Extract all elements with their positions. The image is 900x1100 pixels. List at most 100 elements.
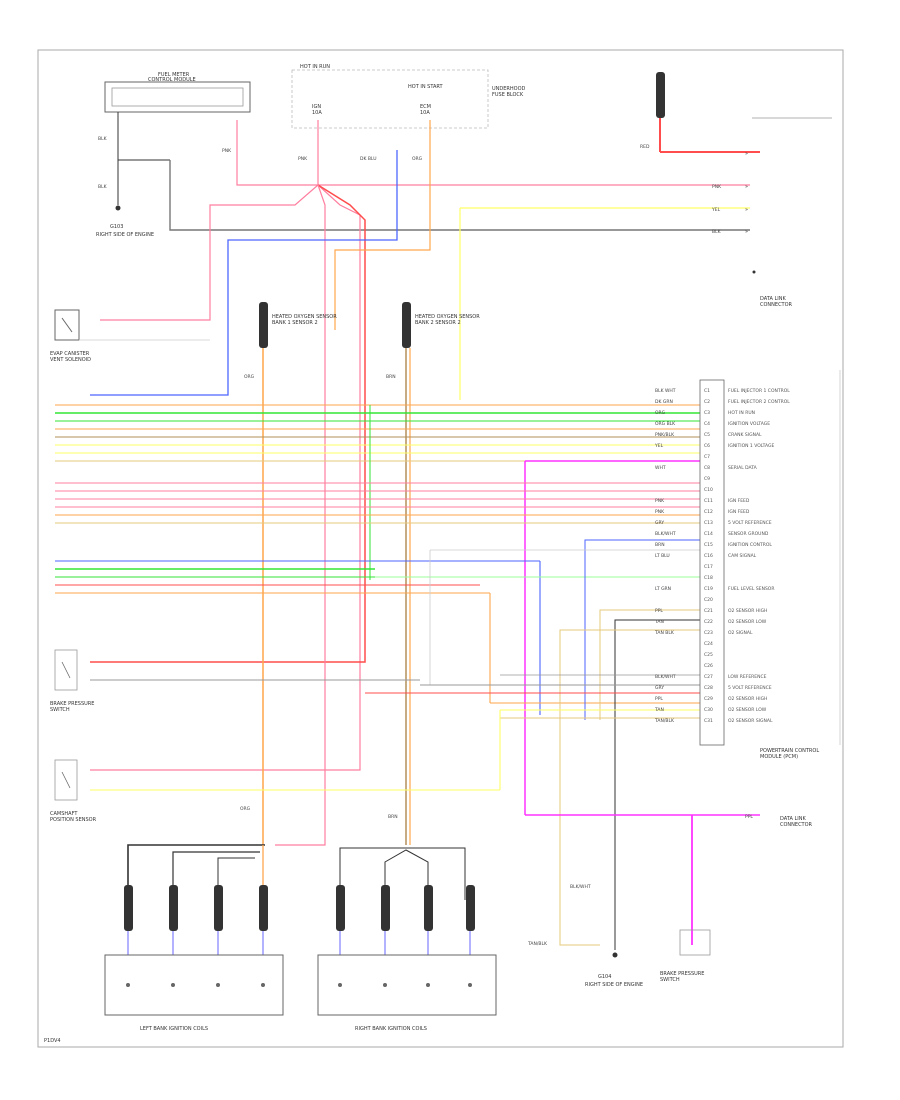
pcm-wire-tag: TAN/BLK: [654, 718, 675, 724]
spark-plug: [126, 983, 130, 987]
pcm-pin-label: SENSOR GROUND: [728, 531, 769, 537]
stub-arrow-4: »: [745, 151, 748, 157]
pcm-wire-tag: LT BLU: [655, 553, 670, 559]
brake-sw-sub: SWITCH: [50, 707, 70, 713]
data-link-connector: DATA LINK CONNECTOR BRAKE PRESSURE SWITC…: [525, 814, 813, 983]
pcm-wire-tag: BLK/WHT: [655, 531, 676, 537]
pcm-wire-tag: PPL: [655, 608, 663, 614]
pcm-pin-label: O2 SIGNAL: [728, 630, 753, 636]
vent-solenoid-label: EVAP CANISTER: [50, 351, 90, 357]
stub-arrow-3: »: [745, 229, 748, 235]
data-link-note: DATA LINK: [760, 296, 786, 302]
pcm-pin-label: O2 SENSOR SIGNAL: [728, 718, 773, 724]
brake-pressure-label: BRAKE PRESSURE: [660, 971, 704, 977]
o2-1-sub: BANK 1 SENSOR 2: [272, 320, 318, 326]
right-coil-set: [336, 885, 475, 987]
wire-label-tanblk: TAN/BLK: [527, 941, 548, 947]
pcm-pin-number: C9: [704, 476, 710, 482]
pcm-pin-label: IGNITION VOLTAGE: [728, 421, 770, 427]
underhood-label: UNDERHOOD: [492, 86, 526, 92]
pcm-pin-number: C21: [704, 608, 713, 614]
data-link-note-sub: CONNECTOR: [760, 302, 793, 308]
pcm-wire-tag: PPL: [655, 696, 663, 702]
ignition-coil: [124, 885, 133, 931]
pcm-wire-tag: ORG BLK: [655, 421, 676, 427]
spark-plug: [216, 983, 220, 987]
pcm-wire-tag: TAN: [654, 619, 664, 625]
pcm-pin-number: C5: [704, 432, 710, 438]
spark-plug: [171, 983, 175, 987]
pcm-pin-number: C13: [704, 520, 713, 526]
pcm-pin-number: C15: [704, 542, 713, 548]
pcm-wire-tag: GRY: [655, 520, 664, 526]
top-right-connector: RED: [640, 72, 832, 153]
brake-pressure-sub: SWITCH: [660, 977, 680, 983]
harness-group-3: [55, 560, 700, 715]
fuel-meter-label: FUEL METER: [158, 72, 190, 78]
pcm-pin-label: IGN FEED: [728, 509, 750, 515]
pcm-pin-number: C17: [704, 564, 713, 570]
pcm-pin-number: C2: [704, 399, 710, 405]
wire-label-yel-r: YEL: [711, 207, 721, 213]
wire-label-brn-coil-r: BRN: [388, 814, 398, 820]
wire-bundle-top: PNK DK BLU ORG PNK YEL BLK PNK BLK: [90, 120, 750, 846]
wire-label-pnk-top: PNK: [298, 156, 308, 162]
pcm-wire-tag: PNK/BLK: [655, 432, 675, 438]
ignition-coil: [336, 885, 345, 931]
harness-group-1: [55, 404, 700, 815]
pcm-pin-number: C28: [704, 685, 713, 691]
wire-label-org-o2-1: ORG: [244, 374, 255, 380]
hot-in-start-label: HOT IN START: [408, 84, 444, 90]
pcm-pin-label: IGNITION CONTROL: [728, 542, 772, 548]
stub-arrow-2: »: [745, 207, 748, 213]
pcm-pin-number: C4: [704, 421, 710, 427]
o2-2-label: HEATED OXYGEN SENSOR: [415, 314, 480, 320]
pcm-pin-number: C19: [704, 586, 713, 592]
left-coils-label: LEFT BANK IGNITION COILS: [140, 1026, 208, 1032]
ground-g103: G103 RIGHT SIDE OF ENGINE BLK: [96, 112, 170, 238]
wire-label-pnk-r: PNK: [712, 184, 722, 190]
pcm-wire-tag: BLK/WHT: [655, 674, 676, 680]
ecm-fuse-label: ECM: [420, 104, 431, 110]
pcm-wire-tag: WHT: [655, 465, 666, 471]
pcm-pin-number: C6: [704, 443, 710, 449]
pcm-wire-tag: DK GRN: [655, 399, 673, 405]
pcm-wire-tag: GRY: [655, 685, 664, 691]
pcm-pin-label: FUEL INJECTOR 1 CONTROL: [728, 388, 790, 394]
ign-fuse-label: IGN: [312, 104, 321, 110]
pcm-wire-tag: ORG: [655, 410, 666, 416]
pcm-wire-tag: TAN BLK: [654, 630, 675, 636]
pcm-pin-label: O2 SENSOR HIGH: [728, 696, 767, 702]
wire-label-ppl-dlc: PPL: [745, 814, 753, 820]
brake-switch-left: BRAKE PRESSURE SWITCH: [50, 649, 94, 713]
ground-g103-label: G103: [110, 224, 123, 230]
data-link-label: DATA LINK: [780, 816, 806, 822]
spark-plug: [383, 983, 387, 987]
pcm-pin-number: C24: [704, 641, 713, 647]
cam-sensor-label: CAMSHAFT: [50, 811, 78, 817]
wire-label-dkblu-top: DK BLU: [360, 156, 377, 162]
ignition-coil: [381, 885, 390, 931]
pcm-pin-number: C14: [704, 531, 713, 537]
ignition-coil: [259, 885, 268, 931]
wire-label-org-top: ORG: [412, 156, 423, 162]
pcm-pin-label: 5 VOLT REFERENCE: [728, 685, 772, 691]
cam-sensor-left: CAMSHAFT POSITION SENSOR: [50, 759, 97, 823]
pcm-wire-tag: BLK WHT: [655, 388, 676, 394]
pcm-wire-tag: TAN: [654, 707, 664, 713]
pcm-pin-label: CRANK SIGNAL: [728, 432, 762, 438]
wire-label-blk-1: BLK: [98, 136, 108, 142]
cam-sensor-sub: POSITION SENSOR: [50, 817, 97, 823]
pcm-side-wires: [90, 539, 700, 950]
pcm-pin-label: HOT IN RUN: [728, 410, 755, 416]
pcm-pin-number: C1: [704, 388, 710, 394]
underhood-sub: FUSE BLOCK: [492, 92, 524, 98]
brake-sw-label: BRAKE PRESSURE: [50, 701, 94, 707]
wire-label-org-coil-l: ORG: [240, 806, 251, 812]
diagram-frame: [37, 49, 844, 1048]
pcm-pin-number: C27: [704, 674, 713, 680]
pcm-pin-label: O2 SENSOR LOW: [728, 619, 767, 625]
ign-fuse-sub: 10A: [312, 110, 322, 116]
harness-group-2: [55, 482, 700, 524]
pcm-pin-label: LOW REFERENCE: [728, 674, 767, 680]
